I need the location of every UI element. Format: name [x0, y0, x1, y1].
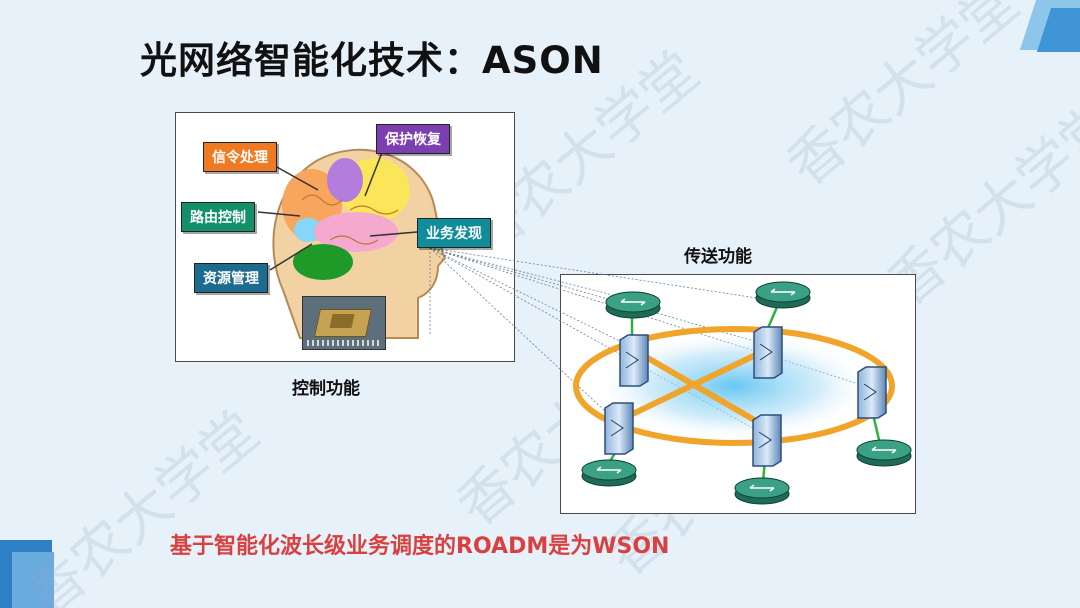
router-disk-icon	[581, 459, 637, 487]
router-disk-icon	[605, 291, 661, 319]
tag-routing: 路由控制	[181, 202, 255, 232]
tag-resource-management: 资源管理	[194, 263, 268, 293]
corner-decoration-bottom-inner	[12, 552, 54, 608]
tag-connectors	[257, 149, 418, 271]
tag-signaling: 信令处理	[203, 142, 277, 172]
transport-network	[573, 281, 912, 505]
optical-switch-icon	[604, 326, 887, 467]
tag-service-discovery: 业务发现	[417, 218, 491, 248]
tag-protection: 保护恢复	[376, 124, 450, 154]
chip-icon	[302, 296, 386, 350]
slide-title: 光网络智能化技术：ASON	[140, 39, 604, 82]
control-caption: 控制功能	[292, 379, 360, 399]
router-disk-icon	[755, 281, 811, 309]
router-disk-icon	[734, 477, 790, 505]
conclusion-text: 基于智能化波长级业务调度的ROADM是为WSON	[170, 534, 670, 559]
router-disk-icon	[856, 439, 912, 467]
brain-head-icon	[272, 148, 447, 339]
transport-caption: 传送功能	[684, 247, 752, 267]
